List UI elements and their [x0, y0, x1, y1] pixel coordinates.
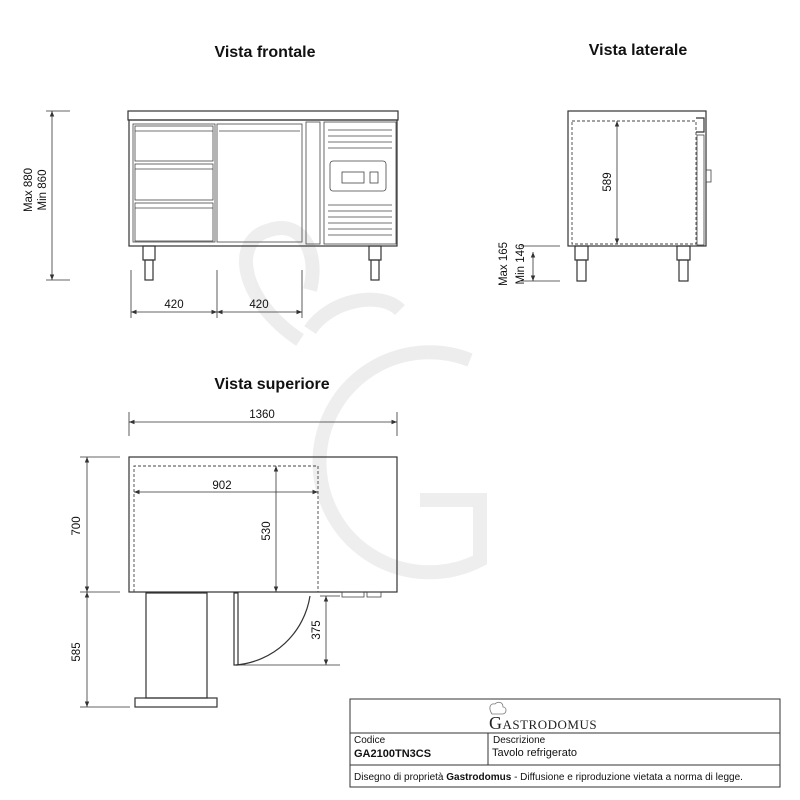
side-view: 589 Max 165 Min 146	[498, 110, 712, 286]
top-drawer-projection-label: 585	[71, 642, 83, 661]
brand-logo: GASTRODOMUS	[489, 701, 597, 733]
code-label: Codice	[354, 735, 386, 746]
top-view-title: Vista superiore	[214, 376, 329, 393]
footer-suffix: - Diffusione e riproduzione vietata a no…	[511, 772, 743, 783]
side-view-title: Vista laterale	[589, 42, 688, 59]
svg-text:GASTRODOMUS: GASTRODOMUS	[489, 713, 597, 733]
top-depth-label: 700	[71, 516, 83, 535]
side-leg-min-label: Min 146	[515, 244, 527, 285]
front-view-title: Vista frontale	[214, 44, 315, 61]
brand-initial: G	[489, 713, 503, 733]
footer-brand: Gastrodomus	[446, 772, 511, 783]
code-value: GA2100TN3CS	[354, 748, 431, 760]
top-door-swing-label: 375	[311, 620, 323, 639]
footer-prefix: Disegno di proprietà	[354, 772, 446, 783]
top-inner-width-label: 902	[212, 480, 231, 492]
front-door-width-label: 420	[249, 299, 268, 311]
brand-rest: ASTRODOMUS	[503, 717, 598, 732]
front-height-min-label: Min 860	[37, 170, 49, 211]
side-inner-height-label: 589	[602, 172, 614, 191]
front-view: Max 880 Min 860 420 420	[23, 110, 399, 318]
front-drawer-width-label: 420	[164, 299, 183, 311]
front-height-max-label: Max 880	[23, 168, 35, 212]
description-label: Descrizione	[493, 735, 546, 746]
top-total-width-label: 1360	[249, 409, 275, 421]
top-view: 1360 902 530 700 585 375	[71, 409, 398, 708]
top-inner-depth-label: 530	[261, 521, 273, 540]
description-value: Tavolo refrigerato	[492, 747, 577, 759]
footer-note: Disegno di proprietà Gastrodomus - Diffu…	[354, 772, 743, 783]
front-vent-grille	[328, 129, 392, 236]
side-leg-max-label: Max 165	[498, 242, 510, 286]
watermark-logo	[239, 221, 487, 580]
title-block: GASTRODOMUS Codice GA2100TN3CS Descrizio…	[349, 698, 781, 788]
